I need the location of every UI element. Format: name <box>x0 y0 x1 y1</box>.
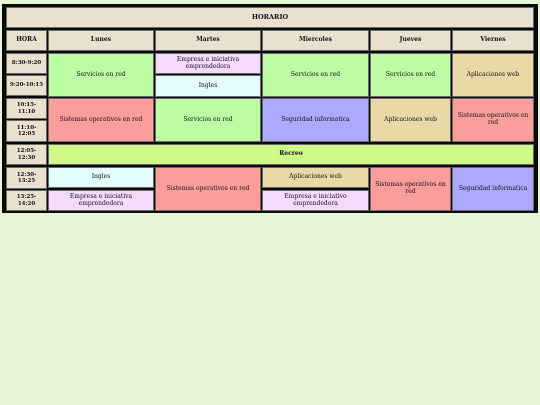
viernes-aplicaciones-web: Aplicaciones web <box>452 53 534 97</box>
lunes-empresa: Empresa e iniciativa emprendedora <box>48 190 154 211</box>
miercoles-servicios-en-red: Servicios en red <box>262 53 369 97</box>
hour-2: 9:20-10:15 <box>6 75 47 96</box>
jueves-aplicaciones-web: Aplicaciones web <box>370 98 451 142</box>
lunes-servicios-en-red: Servicios en red <box>48 53 154 97</box>
header-jueves: Jueves <box>370 30 451 51</box>
viernes-sistemas-operativos: Sistemas operativos en red <box>452 98 534 142</box>
schedule-title: HORARIO <box>6 7 534 28</box>
hour-5: 12:05-12:30 <box>6 144 47 165</box>
hour-1: 8:30-9:20 <box>6 53 47 74</box>
hour-4: 11:10-12:05 <box>6 120 47 142</box>
header-hora: HORA <box>6 30 47 51</box>
header-miercoles: Miercoles <box>262 30 369 51</box>
miercoles-seguridad: Seguridad informatica <box>262 98 369 142</box>
recreo-break: Recreo <box>48 144 534 165</box>
header-lunes: Lunes <box>48 30 154 51</box>
viernes-seguridad: Seguridad informatica <box>452 167 534 211</box>
header-viernes: Viernes <box>452 30 534 51</box>
miercoles-empresa: Empresa e iniciativo emprendedora <box>262 190 369 211</box>
hour-7: 13:25-14:20 <box>6 190 47 211</box>
martes-empresa: Empresa e iniciativa emprendedora <box>155 53 261 74</box>
schedule-table: HORARIO HORA Lunes Martes Miercoles Juev… <box>2 4 538 213</box>
jueves-servicios-en-red: Servicios en red <box>370 53 451 97</box>
jueves-sistemas-operativos: Sistemas operativos en red <box>370 167 451 211</box>
hour-6: 12:30-13:25 <box>6 167 47 189</box>
martes-servicios-en-red: Servicios en red <box>155 98 261 142</box>
martes-ingles: Ingles <box>155 75 261 97</box>
header-martes: Martes <box>155 30 261 51</box>
miercoles-aplicaciones-web: Aplicaciones web <box>262 167 369 188</box>
hour-3: 10:15-11:10 <box>6 98 47 119</box>
martes-sistemas-operativos: Sistemas operativos en red <box>155 167 261 211</box>
lunes-sistemas-operativos: Sistemas operativos en red <box>48 98 154 142</box>
lunes-ingles: Ingles <box>48 167 154 188</box>
